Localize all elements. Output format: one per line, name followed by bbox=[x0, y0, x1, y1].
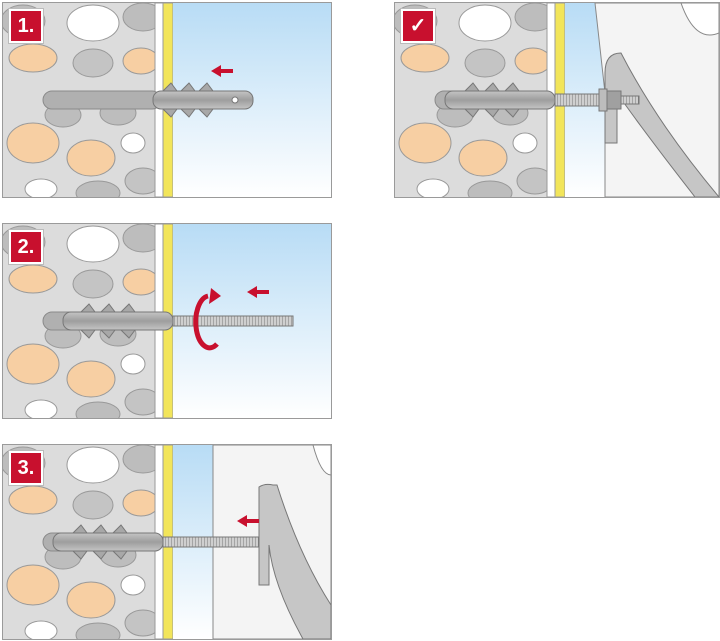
fixture-object bbox=[680, 3, 719, 36]
step-3-panel: 3. bbox=[2, 444, 332, 640]
threaded-rod bbox=[172, 315, 294, 327]
step-number-badge: 2. bbox=[9, 230, 43, 264]
wall-plug bbox=[62, 303, 174, 339]
step-1-panel: 1. bbox=[2, 2, 332, 198]
step-2-panel: 2. bbox=[2, 223, 332, 419]
fixture-wall bbox=[594, 3, 719, 197]
expanded-plug bbox=[52, 524, 164, 560]
fixture-object bbox=[312, 445, 331, 476]
threaded-rod bbox=[162, 536, 260, 548]
rotate-icon bbox=[193, 288, 221, 351]
checkmark-icon: ✓ bbox=[401, 9, 435, 43]
threaded-rod bbox=[554, 93, 600, 107]
rod-end bbox=[620, 95, 640, 105]
wall-plug bbox=[152, 82, 254, 118]
step-number-badge: 1. bbox=[9, 9, 43, 43]
fixture-bracket bbox=[604, 52, 719, 197]
nut bbox=[606, 90, 622, 110]
drill-hole bbox=[42, 90, 162, 110]
washer bbox=[598, 88, 608, 112]
result-panel: ✓ bbox=[394, 2, 720, 198]
fixture-bracket bbox=[258, 483, 331, 639]
step-number-badge: 3. bbox=[9, 451, 43, 485]
